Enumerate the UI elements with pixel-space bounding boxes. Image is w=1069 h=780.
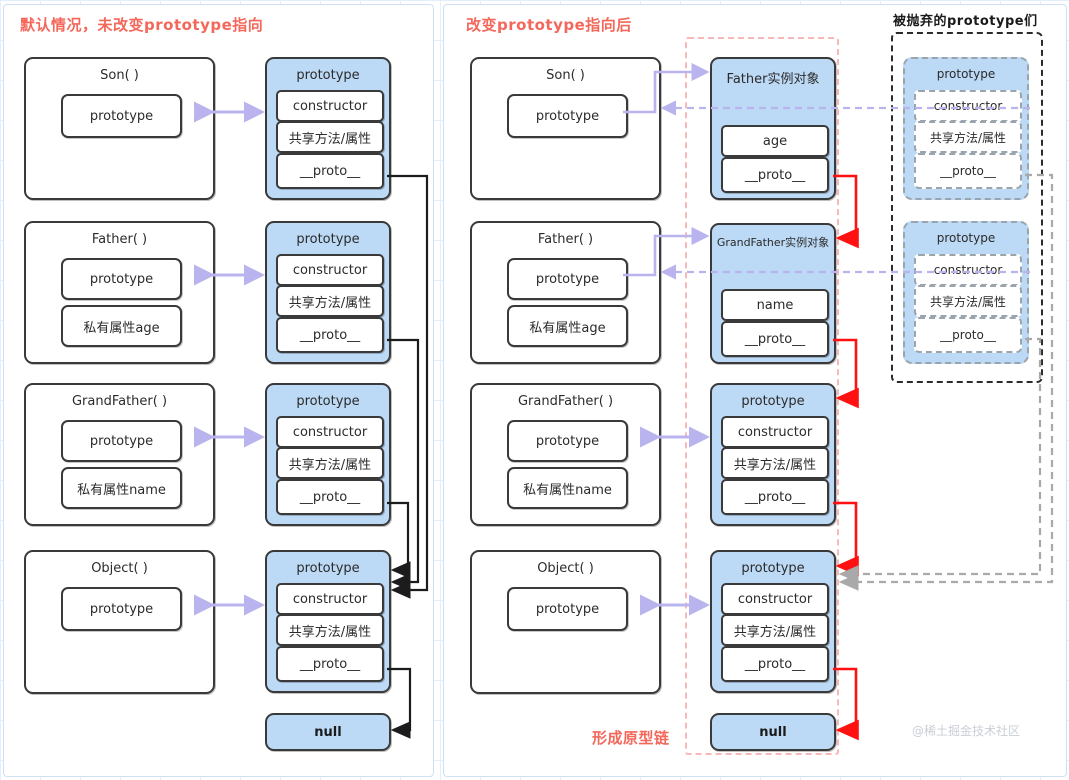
proto-box-father-left: prototype constructor 共享方法/属性 __proto__ (265, 221, 391, 364)
slot-proto: __proto__ (721, 479, 829, 515)
slot-age: age (721, 125, 829, 157)
proto-title-label: prototype (741, 561, 805, 576)
ctor-box-grandfather-left: GrandFather( ) prototype 私有属性name (24, 383, 215, 526)
instance-title-label: GrandFather实例对象 (716, 236, 830, 249)
ctor-name-label: Father( ) (537, 232, 594, 247)
field-prototype: prototype (61, 587, 182, 631)
slot-constructor: constructor (721, 416, 829, 448)
slot-constructor: constructor (721, 583, 829, 615)
proto-box-object-left: prototype constructor 共享方法/属性 __proto__ (265, 550, 391, 693)
slot-shared-members: 共享方法/属性 (276, 121, 384, 153)
null-box-right: null (710, 713, 836, 751)
chain-label: 形成原型链 (592, 729, 670, 747)
ctor-name-label: GrandFather( ) (517, 394, 614, 409)
field-private-age: 私有属性age (507, 305, 628, 347)
field-private-age: 私有属性age (61, 305, 182, 347)
ghost-slot-shared-members: 共享方法/属性 (914, 121, 1022, 153)
watermark: @稀土掘金技术社区 (912, 724, 1021, 738)
field-prototype: prototype (61, 258, 182, 300)
ctor-name-label: Object( ) (91, 561, 148, 576)
slot-name: name (721, 289, 829, 321)
slot-constructor: constructor (276, 416, 384, 448)
field-prototype: prototype (507, 587, 628, 631)
null-box-left: null (265, 713, 391, 751)
discard-title: 被抛弃的prototype们 (893, 14, 1038, 29)
field-prototype: prototype (507, 420, 628, 462)
slot-proto: __proto__ (721, 321, 829, 357)
ctor-name-label: Father( ) (91, 232, 148, 247)
ghost-proto-box-2: prototype constructor 共享方法/属性 __proto__ (903, 221, 1029, 364)
field-prototype: prototype (507, 94, 628, 138)
ctor-name-label: Object( ) (537, 561, 594, 576)
instance-title-label: Father实例对象 (726, 72, 820, 87)
slot-shared-members: 共享方法/属性 (721, 614, 829, 646)
ghost-slot-constructor: constructor (914, 90, 1022, 122)
instance-box-grandfather: GrandFather实例对象 name __proto__ (710, 223, 836, 364)
slot-shared-members: 共享方法/属性 (276, 447, 384, 479)
slot-constructor: constructor (276, 583, 384, 615)
ctor-box-son-right: Son( ) prototype (470, 57, 661, 200)
proto-title-label: prototype (296, 561, 360, 576)
ghost-slot-constructor: constructor (914, 254, 1022, 286)
ctor-box-object-left: Object( ) prototype (24, 550, 215, 694)
slot-proto: __proto__ (721, 157, 829, 193)
ghost-proto-title: prototype (936, 67, 996, 81)
slot-shared-members: 共享方法/属性 (721, 447, 829, 479)
field-private-name: 私有属性name (507, 467, 628, 509)
panel-right-title: 改变prototype指向后 (466, 16, 632, 34)
proto-title-label: prototype (296, 394, 360, 409)
ghost-slot-shared-members: 共享方法/属性 (914, 285, 1022, 317)
slot-shared-members: 共享方法/属性 (276, 285, 384, 317)
field-prototype: prototype (61, 94, 182, 138)
proto-box-grandfather-right: prototype constructor 共享方法/属性 __proto__ (710, 383, 836, 526)
ghost-proto-title: prototype (936, 231, 996, 245)
ghost-proto-box-1: prototype constructor 共享方法/属性 __proto__ (903, 57, 1029, 200)
slot-proto: __proto__ (276, 479, 384, 515)
ctor-box-father-right: Father( ) prototype 私有属性age (470, 221, 661, 364)
field-private-name: 私有属性name (61, 467, 182, 509)
slot-proto: __proto__ (721, 646, 829, 682)
ctor-box-grandfather-right: GrandFather( ) prototype 私有属性name (470, 383, 661, 526)
ghost-slot-proto: __proto__ (914, 317, 1022, 353)
proto-title-label: prototype (741, 394, 805, 409)
ctor-name-label: Son( ) (546, 68, 585, 83)
ghost-slot-proto: __proto__ (914, 153, 1022, 189)
instance-box-father: Father实例对象 age __proto__ (710, 57, 836, 200)
proto-title-label: prototype (296, 232, 360, 247)
ctor-name-label: Son( ) (100, 68, 139, 83)
slot-proto: __proto__ (276, 646, 384, 682)
proto-box-son-left: prototype constructor 共享方法/属性 __proto__ (265, 57, 391, 200)
slot-constructor: constructor (276, 90, 384, 122)
slot-proto: __proto__ (276, 317, 384, 353)
proto-box-grandfather-left: prototype constructor 共享方法/属性 __proto__ (265, 383, 391, 526)
ctor-box-object-right: Object( ) prototype (470, 550, 661, 694)
field-prototype: prototype (61, 420, 182, 462)
slot-constructor: constructor (276, 254, 384, 286)
ctor-box-son-left: Son( ) prototype (24, 57, 215, 200)
slot-proto: __proto__ (276, 153, 384, 189)
ctor-name-label: GrandFather( ) (71, 394, 168, 409)
proto-box-object-right: prototype constructor 共享方法/属性 __proto__ (710, 550, 836, 693)
field-prototype: prototype (507, 258, 628, 300)
proto-title-label: prototype (296, 68, 360, 83)
ctor-box-father-left: Father( ) prototype 私有属性age (24, 221, 215, 364)
panel-left-title: 默认情况，未改变prototype指向 (20, 16, 264, 34)
slot-shared-members: 共享方法/属性 (276, 614, 384, 646)
